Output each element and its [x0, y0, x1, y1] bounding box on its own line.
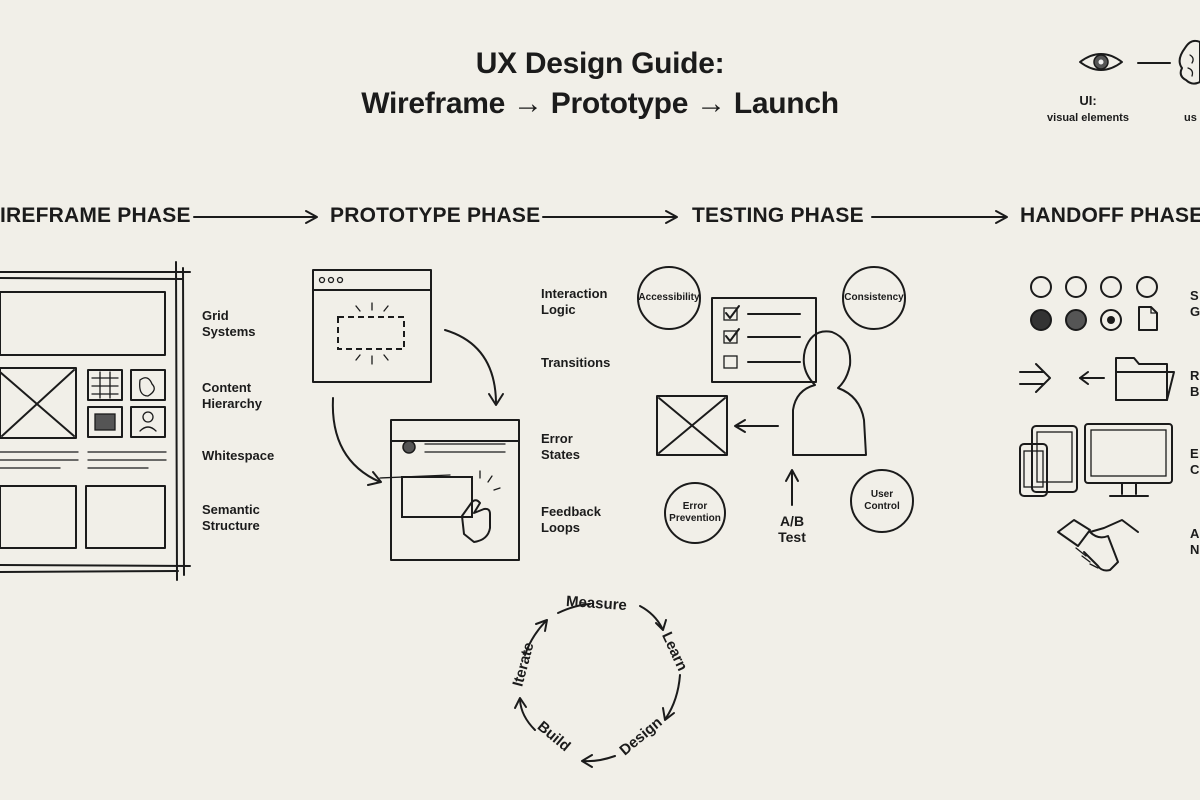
title-line-2: Wireframe → Prototype → Launch — [361, 87, 839, 120]
monitor-icon — [1084, 423, 1173, 497]
tablet-icon — [1031, 425, 1078, 493]
page-title: UX Design Guide: Wireframe → Prototype →… — [300, 44, 900, 124]
browser-window-icon — [379, 419, 520, 561]
browser-window-icon — [312, 269, 432, 383]
document-icon — [1138, 306, 1158, 331]
handoff-sketch — [1019, 276, 1175, 572]
phase-prototype: PROTOTYPE PHASE — [330, 204, 541, 227]
phone-icon — [1019, 443, 1048, 497]
legend-ux-desc: us — [1184, 112, 1197, 124]
image-placeholder-icon — [656, 395, 728, 456]
testing-sketch — [637, 266, 914, 544]
pointer-hand-icon — [461, 470, 501, 543]
person-icon — [792, 330, 867, 456]
prototype-label: Transitions — [541, 355, 611, 370]
eye-icon — [1079, 53, 1123, 71]
legend-ui-desc: visual elements — [1047, 112, 1129, 124]
wireframe-label: Whitespace — [202, 448, 275, 463]
brain-icon — [1178, 39, 1200, 85]
arrow-icon — [1019, 363, 1105, 393]
phase-testing: TESTING PHASE — [692, 204, 864, 227]
cycle-arrows — [514, 603, 681, 768]
testing-circle-label: Consistency — [844, 292, 904, 303]
phase-handoff: HANDOFF PHASE — [1020, 204, 1200, 227]
checklist-icon — [711, 297, 817, 383]
prototype-sketch — [312, 269, 520, 561]
handshake-icon — [1057, 519, 1139, 572]
legend-ui-label: UI: — [1079, 93, 1097, 108]
title-line-1: UX Design Guide: — [475, 47, 725, 80]
folder-icon — [1115, 357, 1175, 401]
phase-arrows — [193, 210, 1008, 224]
phase-wireframe: IREFRAME PHASE — [0, 204, 191, 227]
wireframe-sketch — [0, 261, 191, 581]
testing-circle-label: Accessibility — [638, 292, 700, 303]
